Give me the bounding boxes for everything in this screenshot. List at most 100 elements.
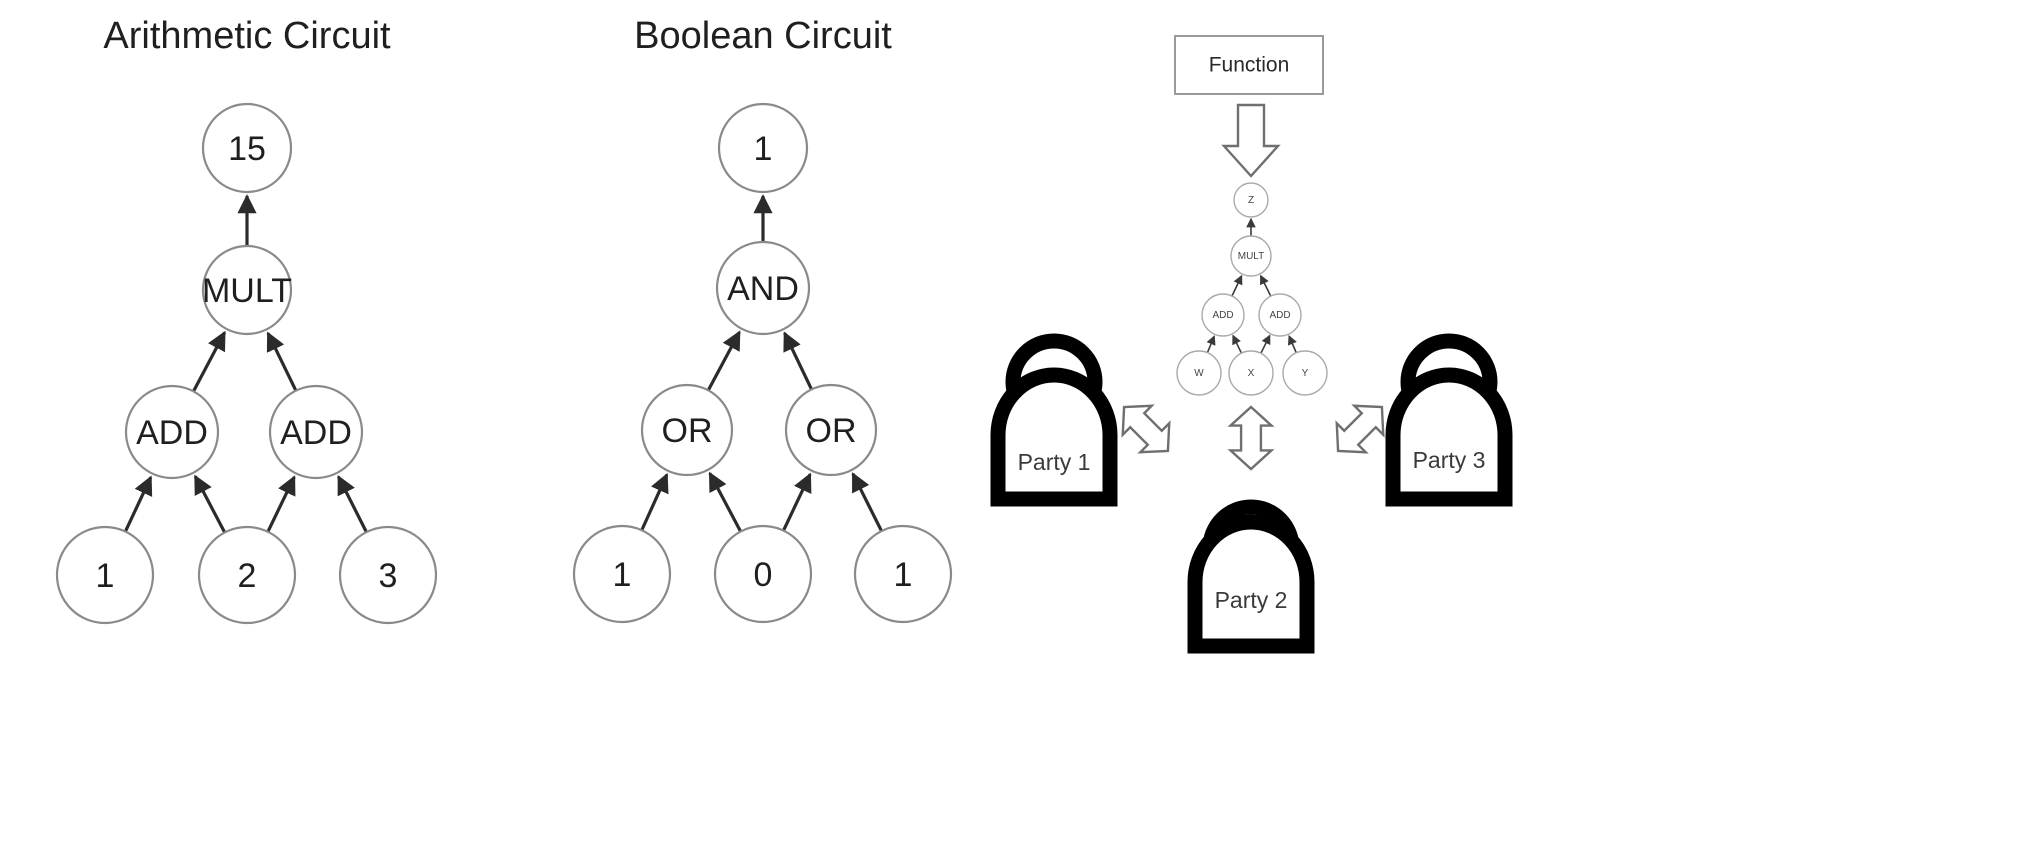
node-gate-mult-circle (201, 244, 293, 336)
node-input-left-1-label: 1 (613, 556, 632, 594)
node-gate-add-right[interactable]: ADD (268, 384, 364, 480)
node-gate-or-right[interactable]: OR (784, 383, 878, 477)
mini-node-add-left[interactable]: ADD (1201, 293, 1245, 337)
mini-node-w-label: W (1194, 368, 1204, 379)
mini-edge-m-y-to-m-add2 (1287, 334, 1298, 354)
node-gate-and-label: AND (727, 270, 799, 308)
node-output-15-circle (201, 102, 293, 194)
party-2-figure-body-icon (1187, 514, 1315, 654)
mini-node-y-label: Y (1302, 368, 1309, 379)
edge-b-or2-to-b-and (783, 331, 814, 391)
diagonal-double-arrow-party-3 (1335, 404, 1385, 454)
edge-a-in2-to-a-add2 (266, 475, 296, 533)
node-input-right-1-circle (853, 524, 953, 624)
mini-node-w-circle (1176, 350, 1222, 396)
function-box-label: Function (1209, 54, 1290, 77)
mini-node-add-right-circle (1258, 293, 1302, 337)
node-gate-add-left-circle (124, 384, 220, 480)
parties-group: Party 1 Party 2 Party 3 (990, 333, 1513, 654)
node-gate-or-left-circle (640, 383, 734, 477)
node-output-15[interactable]: 15 (201, 102, 293, 194)
mini-node-add-left-circle (1201, 293, 1245, 337)
edge-a-add2-to-a-mult (266, 331, 298, 392)
mini-edge-m-add1-to-m-mult (1231, 274, 1243, 297)
mini-node-add-right-label: ADD (1269, 310, 1290, 321)
node-input-2-circle (197, 525, 297, 625)
node-input-right-1[interactable]: 1 (853, 524, 953, 624)
node-input-left-1[interactable]: 1 (572, 524, 672, 624)
mini-node-z-circle (1233, 182, 1269, 218)
node-input-1-label: 1 (96, 557, 115, 595)
node-input-3-circle (338, 525, 438, 625)
node-gate-mult[interactable]: MULT (201, 244, 293, 336)
diagonal-double-arrow-party-1 (1121, 404, 1171, 454)
party-2-figure[interactable]: Party 2 (1187, 499, 1315, 654)
node-input-1[interactable]: 1 (55, 525, 155, 625)
node-gate-add-right-circle (268, 384, 364, 480)
node-input-3-label: 3 (379, 557, 398, 595)
node-output-15-label: 15 (228, 130, 266, 168)
party-1-figure[interactable]: Party 1 (990, 333, 1118, 507)
edge-a-in2-to-a-add1 (193, 474, 227, 534)
mini-edge-m-x-to-m-add1 (1232, 334, 1243, 354)
mini-edge-m-x-to-m-add2 (1260, 334, 1271, 354)
node-input-2-label: 2 (238, 557, 257, 595)
function-box[interactable]: Function (1174, 35, 1324, 95)
node-gate-or-right-circle (784, 383, 878, 477)
function-group: Function (1174, 35, 1324, 178)
mini-node-mult-circle (1230, 235, 1272, 277)
node-gate-or-left-label: OR (662, 412, 713, 450)
mini-node-add-left-label: ADD (1212, 310, 1233, 321)
mini-node-z-label: Z (1248, 195, 1254, 206)
edge-a-in3-to-a-add2 (337, 474, 368, 533)
mini-node-w[interactable]: W (1176, 350, 1222, 396)
edge-b-in3-to-b-or2 (851, 472, 883, 532)
party-3-figure-body-icon (1385, 367, 1513, 507)
edge-b-or1-to-b-and (706, 330, 741, 392)
edge-a-in1-to-a-add1 (123, 475, 153, 533)
party-3-figure[interactable]: Party 3 (1385, 333, 1513, 507)
node-input-mid-0-circle (713, 524, 813, 624)
mpc-mini-nodes: Z MULT ADD ADD W X Y (1176, 182, 1328, 396)
panel-title-arithmetic: Arithmetic Circuit (103, 15, 391, 57)
mini-node-x[interactable]: X (1228, 350, 1274, 396)
node-output-1-label: 1 (754, 130, 773, 168)
node-input-3[interactable]: 3 (338, 525, 438, 625)
edge-b-in2-to-b-or1 (708, 471, 743, 533)
node-gate-or-right-label: OR (806, 412, 857, 450)
party-2-figure-label: Party 2 (1215, 587, 1288, 613)
node-input-right-1-label: 1 (894, 556, 913, 594)
mini-node-add-right[interactable]: ADD (1258, 293, 1302, 337)
edge-a-add1-to-a-mult (192, 330, 226, 393)
edge-b-in1-to-b-or1 (640, 472, 669, 531)
mini-node-x-label: X (1248, 368, 1255, 379)
node-gate-and[interactable]: AND (715, 240, 811, 336)
mini-node-y-circle (1282, 350, 1328, 396)
edges-boolean (640, 194, 883, 533)
edge-b-in2-to-b-or2 (782, 472, 812, 532)
panel-title-boolean: Boolean Circuit (634, 15, 892, 57)
node-output-1[interactable]: 1 (717, 102, 809, 194)
node-gate-or-left[interactable]: OR (640, 383, 734, 477)
down-block-arrow (1221, 103, 1281, 178)
mini-node-mult[interactable]: MULT (1230, 235, 1272, 277)
node-output-1-circle (717, 102, 809, 194)
node-gate-add-right-label: ADD (280, 414, 352, 452)
node-gate-and-circle (715, 240, 811, 336)
node-gate-mult-label: MULT (202, 272, 292, 310)
mini-node-z[interactable]: Z (1233, 182, 1269, 218)
node-gate-add-left[interactable]: ADD (124, 384, 220, 480)
node-input-2[interactable]: 2 (197, 525, 297, 625)
mini-edge-m-add2-to-m-mult (1259, 274, 1272, 297)
exchange-arrows-group (1121, 404, 1385, 471)
mini-node-y[interactable]: Y (1282, 350, 1328, 396)
node-input-1-circle (55, 525, 155, 625)
edges-arithmetic (123, 194, 368, 534)
node-input-mid-0[interactable]: 0 (713, 524, 813, 624)
node-input-mid-0-label: 0 (754, 556, 773, 594)
